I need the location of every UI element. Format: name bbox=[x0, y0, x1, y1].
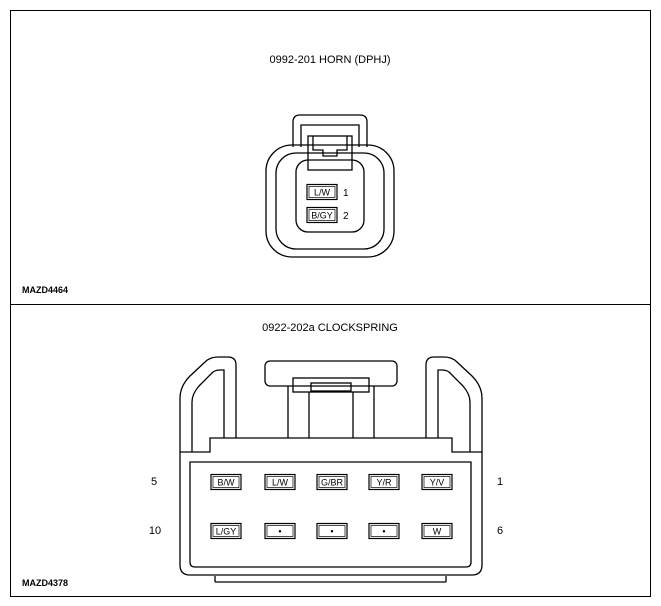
panel-divider bbox=[10, 304, 651, 305]
row-label-bottom-left: 10 bbox=[148, 525, 162, 537]
clockspring-top-pin-3: G/BR bbox=[316, 473, 348, 491]
clockspring-pin-group: B/W L/W G/BR Y/R Y/V L/GY • • • W bbox=[210, 473, 453, 540]
horn-pin-1: L/W bbox=[306, 183, 338, 201]
clockspring-bottom-pin-4-label: • bbox=[382, 527, 385, 537]
clockspring-top-pin-4-label: Y/R bbox=[376, 478, 392, 488]
diagram-frame bbox=[10, 10, 651, 597]
clockspring-bottom-pin-2: • bbox=[264, 522, 296, 540]
clockspring-top-pin-2-label: L/W bbox=[272, 478, 289, 488]
horn-pin-group: L/W 1B/GY 2 bbox=[306, 183, 349, 224]
horn-pin-1-label: L/W bbox=[314, 188, 331, 198]
clockspring-bottom-pin-3: • bbox=[316, 522, 348, 540]
clockspring-top-pin-5: Y/V bbox=[421, 473, 453, 491]
horn-pin-number-1: 1 bbox=[343, 188, 349, 199]
clockspring-top-pin-2: L/W bbox=[264, 473, 296, 491]
row-label-bottom-right: 6 bbox=[496, 525, 504, 537]
clockspring-bottom-pin-1: L/GY bbox=[210, 522, 242, 540]
horn-pin-2: B/GY bbox=[306, 206, 338, 224]
clockspring-bottom-pin-5: W bbox=[421, 522, 453, 540]
clockspring-top-pin-3-label: G/BR bbox=[321, 478, 344, 488]
clockspring-bottom-pin-1-label: L/GY bbox=[216, 527, 237, 537]
clockspring-bottom-pin-3-label: • bbox=[330, 527, 333, 537]
clockspring-connector bbox=[179, 356, 483, 583]
clockspring-top-pin-5-label: Y/V bbox=[430, 478, 445, 488]
clockspring-title: 0922-202a CLOCKSPRING bbox=[262, 322, 398, 334]
row-label-top-left: 5 bbox=[150, 476, 158, 488]
horn-pin-number-2: 2 bbox=[343, 211, 349, 222]
row-label-top-right: 1 bbox=[496, 476, 504, 488]
clockspring-bottom-pin-5-label: W bbox=[433, 527, 442, 537]
clockspring-figure-code: MAZD4378 bbox=[22, 578, 69, 588]
clockspring-top-pin-4: Y/R bbox=[368, 473, 400, 491]
horn-title: 0992-201 HORN (DPHJ) bbox=[269, 54, 391, 66]
clockspring-top-pin-1-label: B/W bbox=[218, 478, 236, 488]
clockspring-bottom-pin-2-label: • bbox=[278, 527, 281, 537]
horn-pin-2-label: B/GY bbox=[311, 211, 333, 221]
clockspring-bottom-pin-4: • bbox=[368, 522, 400, 540]
horn-connector bbox=[265, 114, 395, 258]
clockspring-top-pin-1: B/W bbox=[210, 473, 242, 491]
horn-figure-code: MAZD4464 bbox=[22, 285, 69, 295]
